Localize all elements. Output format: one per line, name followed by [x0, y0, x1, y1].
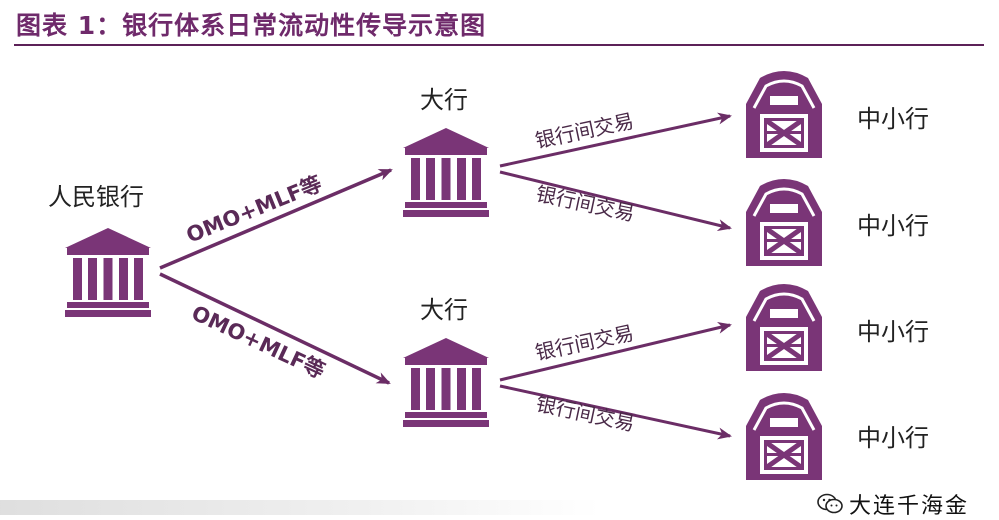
- title-divider: [14, 44, 984, 46]
- arrow-central-to-big-top: [159, 168, 393, 270]
- bank-building-icon: [65, 228, 151, 317]
- barn-icon: [746, 393, 822, 480]
- barn-icon: [746, 179, 822, 266]
- bank-building-icon: [403, 128, 489, 217]
- small-bank-label-3: 中小行: [857, 318, 929, 346]
- arrow-big-top-to-small-1: [499, 112, 732, 168]
- arrow-big-top-to-small-2: [499, 170, 732, 231]
- figure-title: 图表 1：银行体系日常流动性传导示意图: [16, 11, 487, 40]
- source-footer-fade: [0, 500, 600, 515]
- edge-label-omo-bottom: OMO+MLF等: [188, 301, 328, 384]
- arrow-big-bottom-to-small-4: [499, 384, 732, 440]
- central-bank-label: 人民银行: [48, 183, 144, 211]
- small-bank-label-4: 中小行: [857, 424, 929, 452]
- wechat-icon: [817, 493, 843, 514]
- small-bank-label-2: 中小行: [857, 212, 929, 240]
- edge-label-interbank-4: 银行间交易: [534, 391, 637, 435]
- watermark: 大连千海金: [817, 488, 969, 520]
- barn-icon: [746, 284, 822, 371]
- edge-label-omo-top: OMO+MLF等: [183, 172, 325, 248]
- big-bank-top-label: 大行: [420, 86, 468, 114]
- barn-icon: [746, 71, 822, 158]
- edge-label-interbank-3: 银行间交易: [533, 321, 636, 365]
- watermark-text: 大连千海金: [848, 494, 969, 519]
- arrow-central-to-big-bottom: [159, 272, 391, 385]
- bank-building-icon: [403, 338, 489, 427]
- big-bank-bottom-label: 大行: [420, 296, 468, 324]
- edge-label-interbank-2: 银行间交易: [534, 181, 637, 225]
- small-bank-label-1: 中小行: [857, 105, 929, 133]
- arrow-big-bottom-to-small-3: [499, 321, 732, 382]
